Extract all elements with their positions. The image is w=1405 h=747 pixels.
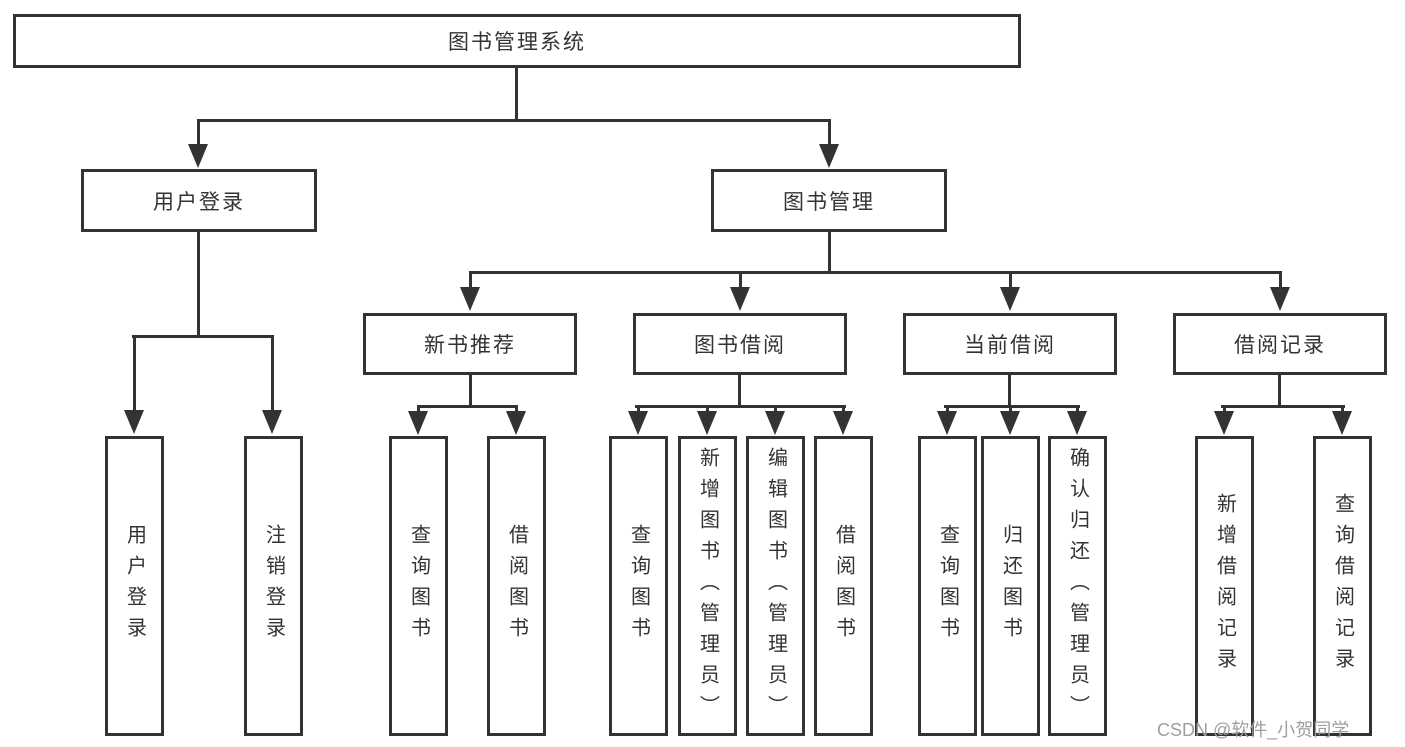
leaf-borrow-books-recommend: 借阅图书: [487, 436, 546, 736]
connector-line: [1008, 375, 1011, 408]
node-book-borrow: 图书借阅: [633, 313, 847, 375]
csdn-watermark: CSDN @软件_小贺同学: [1157, 720, 1350, 740]
arrow-down-icon: [833, 411, 853, 435]
leaf-logout-login: 注销登录: [244, 436, 303, 736]
connector-line: [828, 232, 831, 274]
arrow-down-icon: [628, 411, 648, 435]
leaf-query-books-borrow: 查询图书: [609, 436, 668, 736]
node-new-book-recommend-label: 新书推荐: [424, 334, 516, 357]
connector-line: [271, 335, 274, 412]
node-user-login: 用户登录: [81, 169, 317, 232]
leaf-return-books-label: 归还图书: [999, 524, 1022, 648]
connector-line: [774, 405, 777, 415]
connector-line: [739, 271, 742, 291]
connector-line: [1221, 405, 1345, 408]
connector-line: [469, 271, 472, 291]
arrow-down-icon: [506, 411, 526, 435]
connector-line: [1279, 271, 1282, 291]
node-book-management: 图书管理: [711, 169, 947, 232]
leaf-confirm-return-admin: 确认归还（管理员）: [1048, 436, 1107, 736]
connector-line: [738, 375, 741, 408]
connector-line: [1278, 375, 1281, 408]
connector-line: [1341, 405, 1344, 415]
connector-line: [1009, 271, 1012, 291]
leaf-add-borrow-record: 新增借阅记录: [1195, 436, 1254, 736]
connector-line: [197, 119, 200, 147]
leaf-query-borrow-record: 查询借阅记录: [1313, 436, 1372, 736]
connector-line: [946, 405, 949, 415]
arrow-down-icon: [188, 144, 208, 168]
leaf-query-books-recommend-label: 查询图书: [407, 524, 430, 648]
leaf-logout-login-label: 注销登录: [262, 524, 285, 648]
leaf-borrow-books-recommend-label: 借阅图书: [505, 524, 528, 648]
connector-line: [1009, 405, 1012, 415]
node-new-book-recommend: 新书推荐: [363, 313, 577, 375]
leaf-borrow-books-label: 借阅图书: [832, 524, 855, 648]
node-book-management-label: 图书管理: [783, 190, 875, 214]
node-root: 图书管理系统: [13, 14, 1021, 68]
leaf-query-borrow-record-label: 查询借阅记录: [1331, 493, 1354, 679]
arrow-down-icon: [937, 411, 957, 435]
node-current-borrow-label: 当前借阅: [964, 334, 1056, 357]
arrow-down-icon: [460, 287, 480, 311]
leaf-query-books-current: 查询图书: [918, 436, 977, 736]
connector-line: [828, 119, 831, 147]
connector-line: [515, 405, 518, 415]
leaf-confirm-return-admin-label: 确认归还（管理员）: [1066, 446, 1089, 726]
leaf-edit-books-admin-label: 编辑图书（管理员）: [764, 446, 787, 726]
node-book-borrow-label: 图书借阅: [694, 334, 786, 357]
connector-line: [197, 119, 831, 122]
leaf-query-books-borrow-label: 查询图书: [627, 524, 650, 648]
leaf-query-books-current-label: 查询图书: [936, 524, 959, 648]
arrow-down-icon: [765, 411, 785, 435]
node-borrow-record: 借阅记录: [1173, 313, 1387, 375]
arrow-down-icon: [1067, 411, 1087, 435]
connector-line: [417, 405, 420, 415]
leaf-add-books-admin-label: 新增图书（管理员）: [696, 446, 719, 726]
arrow-down-icon: [1332, 411, 1352, 435]
leaf-query-books-recommend: 查询图书: [389, 436, 448, 736]
connector-line: [842, 405, 845, 415]
connector-line: [197, 232, 200, 338]
connector-line: [515, 66, 518, 122]
arrow-down-icon: [1270, 287, 1290, 311]
node-current-borrow: 当前借阅: [903, 313, 1117, 375]
leaf-edit-books-admin: 编辑图书（管理员）: [746, 436, 805, 736]
node-user-login-label: 用户登录: [153, 190, 245, 214]
connector-line: [1223, 405, 1226, 415]
connector-line: [1076, 405, 1079, 415]
node-borrow-record-label: 借阅记录: [1234, 334, 1326, 357]
leaf-return-books: 归还图书: [981, 436, 1040, 736]
leaf-add-books-admin: 新增图书（管理员）: [678, 436, 737, 736]
connector-line: [417, 405, 518, 408]
arrow-down-icon: [408, 411, 428, 435]
leaf-add-borrow-record-label: 新增借阅记录: [1213, 493, 1236, 679]
leaf-borrow-books: 借阅图书: [814, 436, 873, 736]
connector-line: [944, 405, 1080, 408]
connector-line: [637, 405, 640, 415]
arrow-down-icon: [1214, 411, 1234, 435]
leaf-user-login: 用户登录: [105, 436, 164, 736]
arrow-down-icon: [697, 411, 717, 435]
connector-line: [132, 335, 274, 338]
connector-line: [635, 405, 846, 408]
arrow-down-icon: [819, 144, 839, 168]
node-root-label: 图书管理系统: [448, 31, 586, 54]
arrow-down-icon: [262, 410, 282, 434]
connector-line: [469, 375, 472, 408]
connector-line: [469, 271, 1282, 274]
arrow-down-icon: [1000, 411, 1020, 435]
arrow-down-icon: [730, 287, 750, 311]
connector-line: [133, 335, 136, 412]
arrow-down-icon: [124, 410, 144, 434]
arrow-down-icon: [1000, 287, 1020, 311]
leaf-user-login-label: 用户登录: [123, 524, 146, 648]
connector-line: [706, 405, 709, 415]
